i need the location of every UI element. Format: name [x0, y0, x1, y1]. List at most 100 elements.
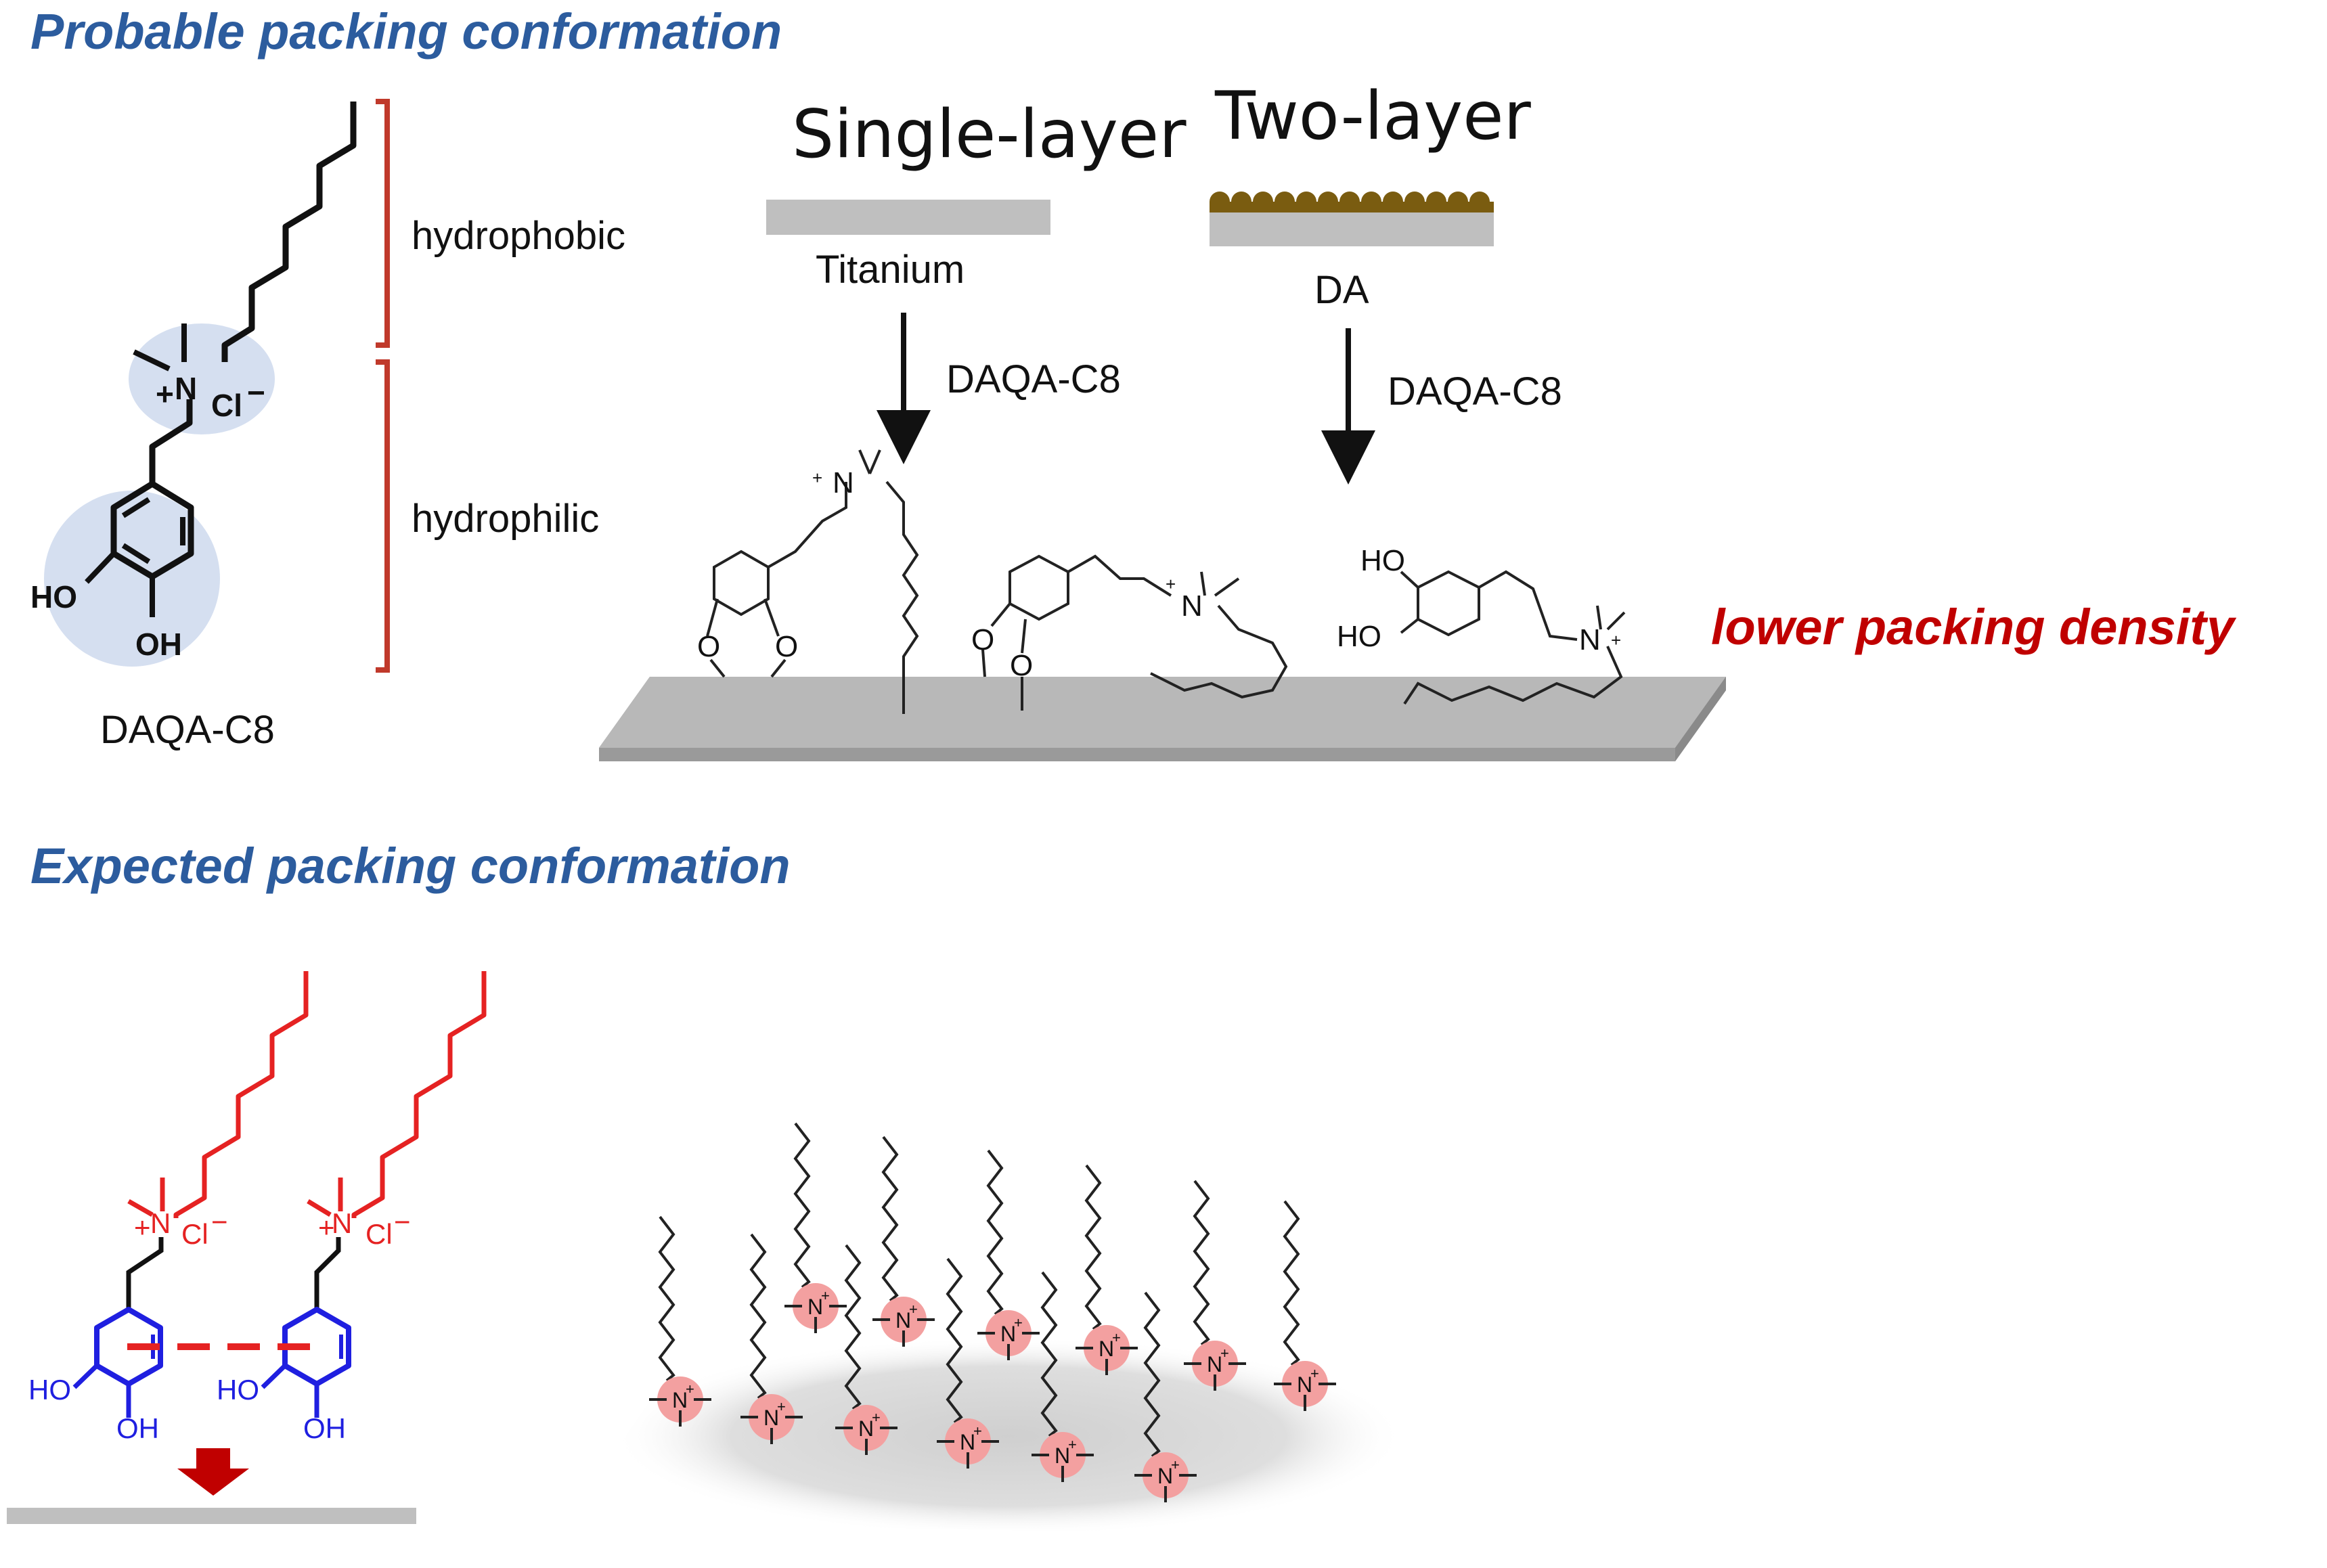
stacked-molecule-right — [261, 971, 487, 1418]
left-cl-minus: − — [211, 1206, 228, 1238]
adsorbed-molecule-2 — [981, 554, 1288, 711]
titanium-substrate — [766, 200, 1050, 235]
alkyl-chain — [1193, 1180, 1210, 1346]
hydrophobic-bracket: hydrophobic — [376, 99, 625, 348]
alkyl-chain — [658, 1215, 675, 1382]
alkyl-chain — [946, 1257, 963, 1424]
left-n-plus: + — [134, 1211, 151, 1243]
titanium-label: Titanium — [816, 248, 965, 292]
n-atom: N — [175, 371, 197, 406]
mol3-ho-bottom: HO — [1337, 620, 1381, 653]
n-plus: + — [156, 376, 174, 411]
left-oh: OH — [116, 1412, 159, 1444]
right-cl-minus: − — [394, 1206, 411, 1238]
mol1-n-plus: + — [812, 468, 822, 488]
ammonium-headgroup — [945, 1418, 991, 1464]
headgroup-charge: + — [686, 1381, 694, 1397]
mol2-n: N — [1181, 589, 1203, 623]
alkyl-chain — [749, 1233, 767, 1399]
ammonium-headgroup — [1084, 1325, 1130, 1371]
headgroup-charge: + — [777, 1398, 786, 1415]
da-coating — [1210, 192, 1494, 212]
headgroup-n-label: N — [895, 1308, 911, 1332]
mol1-o-left: O — [697, 630, 720, 663]
headgroup-charge: + — [1068, 1436, 1077, 1453]
headgroup-n-label: N — [1157, 1464, 1173, 1488]
ammonium-highlight — [129, 323, 275, 434]
alkyl-chain — [844, 1244, 862, 1410]
ammonium-headgroup — [1192, 1341, 1238, 1387]
right-n-plus: + — [318, 1211, 335, 1243]
catechol-highlight — [44, 491, 220, 667]
single-layer-reagent: DAQA-C8 — [946, 357, 1121, 401]
two-layer-heading: Two-layer — [1214, 78, 1532, 155]
alkyl-chain — [1084, 1164, 1102, 1330]
headgroup-n-label: N — [807, 1295, 823, 1319]
right-cl: Cl — [365, 1218, 393, 1250]
alkyl-chain — [881, 1136, 899, 1302]
ammonium-headgroup — [1040, 1432, 1086, 1478]
ammonium-headgroup — [985, 1310, 1032, 1356]
lower-packing-density: lower packing density — [1711, 599, 2237, 655]
adsorption-arrow — [177, 1448, 249, 1496]
ammonium-headgroup — [1143, 1452, 1189, 1498]
mol2-n-plus: + — [1166, 574, 1176, 594]
alkyl-chain — [986, 1149, 1004, 1316]
adsorbed-molecule-1 — [706, 449, 919, 714]
headgroup-n-label: N — [960, 1430, 975, 1454]
alkyl-chain — [793, 1122, 811, 1289]
bottom-substrate — [7, 1508, 416, 1524]
ammonium-headgroup — [749, 1394, 795, 1440]
alkyl-chain — [1040, 1271, 1058, 1437]
mol3-n-plus: + — [1611, 630, 1621, 650]
oh-group: OH — [135, 627, 182, 662]
alkyl-chain — [1283, 1200, 1300, 1366]
headgroup-charge: + — [1014, 1314, 1023, 1331]
ammonium-headgroup — [843, 1405, 889, 1451]
ethyl-linker — [149, 399, 193, 484]
dense-monolayer: N+N+N+N+N+N+N+N+N+N+N+N+ — [613, 1122, 1404, 1536]
mol3-n: N — [1579, 623, 1601, 656]
expected-title: Expected packing conformation — [30, 838, 791, 894]
single-layer-heading: Single-layer — [792, 96, 1187, 173]
mol2-o-right: O — [1010, 649, 1033, 682]
mol3-ho-top: HO — [1360, 544, 1405, 577]
hydrophilic-label: hydrophilic — [412, 497, 599, 541]
headgroup-n-label: N — [1207, 1352, 1222, 1376]
two-layer-reagent: DAQA-C8 — [1388, 369, 1562, 413]
hydrophobic-label: hydrophobic — [412, 214, 625, 258]
cl-atom: Cl — [211, 388, 242, 423]
left-ho: HO — [28, 1374, 71, 1406]
alkyl-tail — [221, 102, 357, 362]
da-substrate — [1210, 211, 1494, 246]
ammonium-headgroup — [1282, 1361, 1328, 1407]
headgroup-n-label: N — [1099, 1337, 1114, 1361]
headgroup-n-label: N — [672, 1388, 688, 1412]
headgroup-charge: + — [1171, 1456, 1180, 1473]
daqa-c8-molecule: + N Cl − HO OH DAQA-C8 — [30, 102, 357, 752]
substrate-slab — [599, 677, 1726, 761]
molecule-name: DAQA-C8 — [100, 708, 275, 752]
ammonium-headgroup — [793, 1283, 839, 1329]
left-n: N — [150, 1207, 171, 1239]
da-label: DA — [1314, 268, 1369, 312]
single-layer-panel: Single-layer Titanium DAQA-C8 — [766, 96, 1187, 464]
headgroup-charge: + — [1112, 1329, 1121, 1346]
headgroup-charge: + — [973, 1423, 982, 1439]
hydrophilic-bracket: hydrophilic — [376, 359, 599, 673]
headgroup-n-label: N — [858, 1416, 874, 1441]
headgroup-n-label: N — [1297, 1372, 1312, 1397]
probable-title: Probable packing conformation — [30, 3, 782, 60]
headgroup-charge: + — [1310, 1365, 1319, 1382]
headgroup-charge: + — [872, 1409, 881, 1426]
ammonium-headgroup — [657, 1376, 703, 1423]
mol2-o-left: O — [971, 623, 994, 656]
ammonium-headgroup — [881, 1297, 927, 1343]
mol1-n: N — [833, 466, 854, 499]
left-cl: Cl — [181, 1218, 208, 1250]
headgroup-charge: + — [821, 1287, 830, 1304]
right-n: N — [332, 1207, 352, 1239]
monolayer-substrate — [613, 1337, 1404, 1536]
headgroup-charge: + — [909, 1301, 918, 1318]
